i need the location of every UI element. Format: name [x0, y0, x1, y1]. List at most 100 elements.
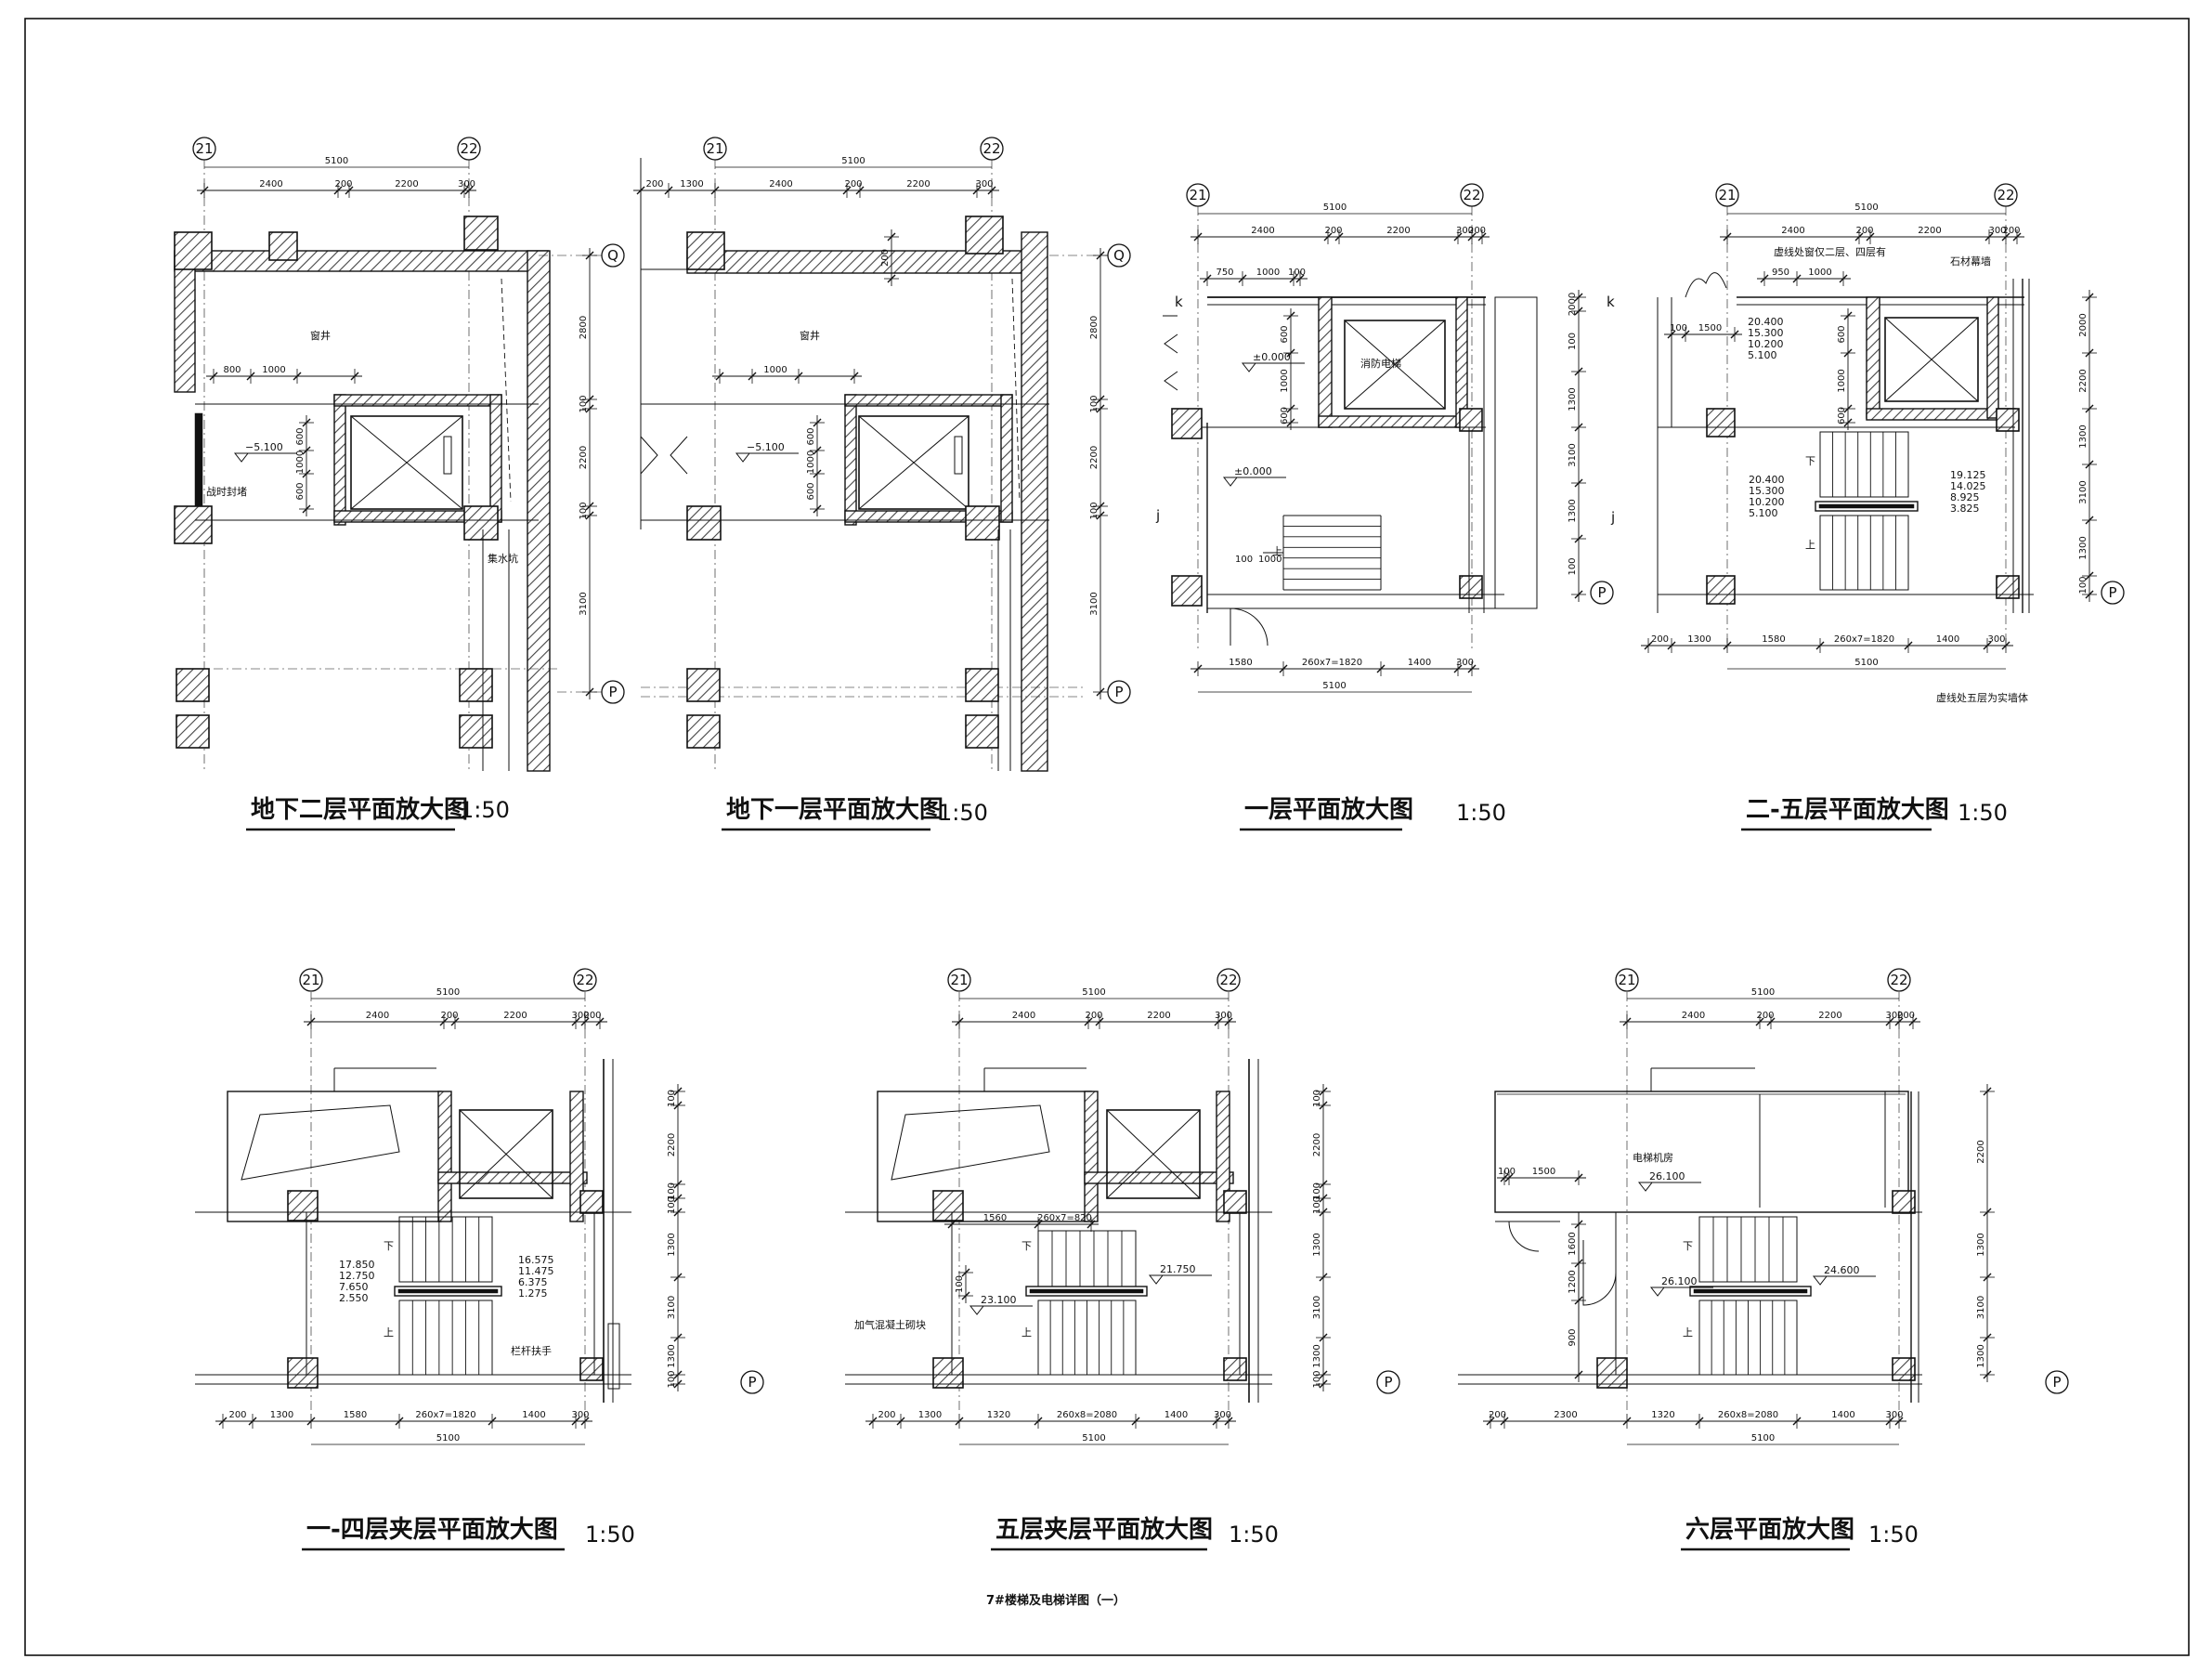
- shaft-outline: [227, 1091, 442, 1222]
- level-stack-right: 1.275: [518, 1287, 548, 1300]
- dim-text: 200: [844, 179, 862, 189]
- level-text: 26.100: [1649, 1170, 1685, 1182]
- dim-text: 200: [1085, 1011, 1102, 1021]
- title-b2: 地下二层平面放大图: [251, 795, 468, 824]
- machine-room-outline: [1494, 1091, 1909, 1213]
- level-triangle: [1241, 362, 1257, 372]
- wall-hatch: [437, 1091, 452, 1222]
- dim-text: 3100: [2078, 480, 2088, 503]
- axis-22-bubble-label: 22: [1890, 972, 1907, 988]
- column-hatch: [686, 231, 725, 270]
- row-P-bubble-label: P: [2108, 584, 2116, 601]
- dim-text: 100: [1235, 555, 1253, 565]
- level-text: 21.750: [1160, 1263, 1196, 1275]
- column-hatch: [459, 668, 493, 702]
- row-k-label-left: k: [1175, 294, 1183, 310]
- dim-text: 600: [295, 482, 306, 500]
- label-up: 上: [1805, 539, 1815, 551]
- dim-text: 1300: [1976, 1344, 1986, 1367]
- dim-text: 200: [1324, 226, 1342, 236]
- dim-total: 5100: [325, 156, 348, 166]
- axis-21-bubble-label: 21: [195, 140, 213, 157]
- wall-hatch: [1000, 394, 1013, 523]
- row-P-bubble: [740, 1370, 764, 1394]
- elevator-x: [459, 1109, 553, 1199]
- dim-text: 300: [1214, 1410, 1231, 1420]
- dim-text: 1000: [806, 451, 816, 474]
- dim-text: 1300: [1568, 499, 1578, 522]
- axis-22-bubble-label: 22: [1219, 972, 1237, 988]
- dim-text: 2300: [1554, 1410, 1577, 1420]
- duct-outline: [891, 1104, 1050, 1181]
- title-m1-4: 一-四层夹层平面放大图: [306, 1515, 558, 1544]
- wall-hatch: [1021, 231, 1048, 772]
- dim-text: 1400: [1408, 658, 1431, 668]
- stair-flight-upper: [1037, 1230, 1137, 1287]
- elevator-car: [1344, 320, 1446, 410]
- elevator-car: [858, 415, 969, 510]
- label-up: 上: [1021, 1326, 1032, 1339]
- wall-hatch: [1318, 296, 1333, 428]
- row-P-bubble: [2101, 581, 2125, 605]
- column-hatch: [965, 216, 1004, 255]
- dim-total: 5100: [1323, 202, 1347, 213]
- double-door: [640, 436, 688, 475]
- column-hatch: [686, 505, 722, 541]
- dim-text: 2800: [579, 316, 589, 339]
- wall-hatch: [1986, 296, 1999, 419]
- dim-text: 100: [667, 1090, 677, 1107]
- dim-text: 1300: [1687, 634, 1711, 645]
- elevator-car: [1106, 1109, 1201, 1199]
- level-stack-right: 6.375: [518, 1276, 548, 1288]
- dim-text: 2200: [503, 1011, 527, 1021]
- shaft-outline: [877, 1091, 1092, 1222]
- dim-text: 300: [458, 179, 475, 189]
- dim-text: 3100: [579, 592, 589, 615]
- dashed-line: [501, 278, 512, 503]
- window-swing: [1685, 272, 1727, 298]
- dim-text: 2800: [1089, 316, 1099, 339]
- dim-text: 2400: [1682, 1011, 1705, 1021]
- dim-text: 2200: [1818, 1011, 1841, 1021]
- dim-text: 1400: [1936, 634, 1959, 645]
- row-P-bubble: [1376, 1370, 1400, 1394]
- axis-21-bubble: [947, 968, 971, 992]
- dim-text: 3100: [667, 1296, 677, 1319]
- sheet-border: [24, 18, 2190, 1656]
- wall-hatch: [174, 250, 196, 393]
- label-window-well: 窗井: [310, 329, 331, 342]
- door-swing: [1508, 1221, 1617, 1306]
- label-sump: 集水坑: [488, 552, 518, 565]
- column-hatch: [287, 1190, 319, 1221]
- label-up: 上: [1683, 1326, 1693, 1339]
- row-j-label-right: j: [1610, 509, 1615, 526]
- level-stack-left: 17.850: [339, 1259, 375, 1271]
- dim-text: 2400: [769, 179, 792, 189]
- elevator-car: [350, 415, 463, 510]
- axis-22-bubble-label: 22: [1997, 187, 2014, 203]
- scale-b2: 1:50: [460, 797, 510, 823]
- level-stack-right: 11.475: [518, 1265, 554, 1277]
- dim-text: 2400: [366, 1011, 389, 1021]
- dim-text: 100: [2078, 576, 2088, 594]
- dim-text: 1000: [763, 365, 787, 375]
- dim-text: 1320: [1651, 1410, 1674, 1420]
- handrail: [1815, 501, 1919, 512]
- dim-total: 5100: [1751, 987, 1775, 998]
- handrail: [1689, 1286, 1812, 1297]
- label-fire-elevator: 消防电梯: [1360, 357, 1401, 370]
- wall-hatch: [569, 1091, 584, 1222]
- level-triangle: [1812, 1275, 1828, 1286]
- axis-21-bubble-label: 21: [302, 972, 319, 988]
- label-railing: 栏杆扶手: [511, 1344, 552, 1357]
- level-stack-left: 5.100: [1749, 507, 1778, 519]
- row-P-bubble-label: P: [748, 1374, 756, 1391]
- wall-hatch: [489, 394, 502, 523]
- dim-total: 5100: [1854, 202, 1878, 213]
- wall-hatch: [844, 394, 857, 526]
- level-stack-top: 20.400: [1748, 316, 1784, 328]
- row-Q-bubble-label: Q: [1113, 247, 1125, 264]
- label-up: 上: [1272, 545, 1282, 557]
